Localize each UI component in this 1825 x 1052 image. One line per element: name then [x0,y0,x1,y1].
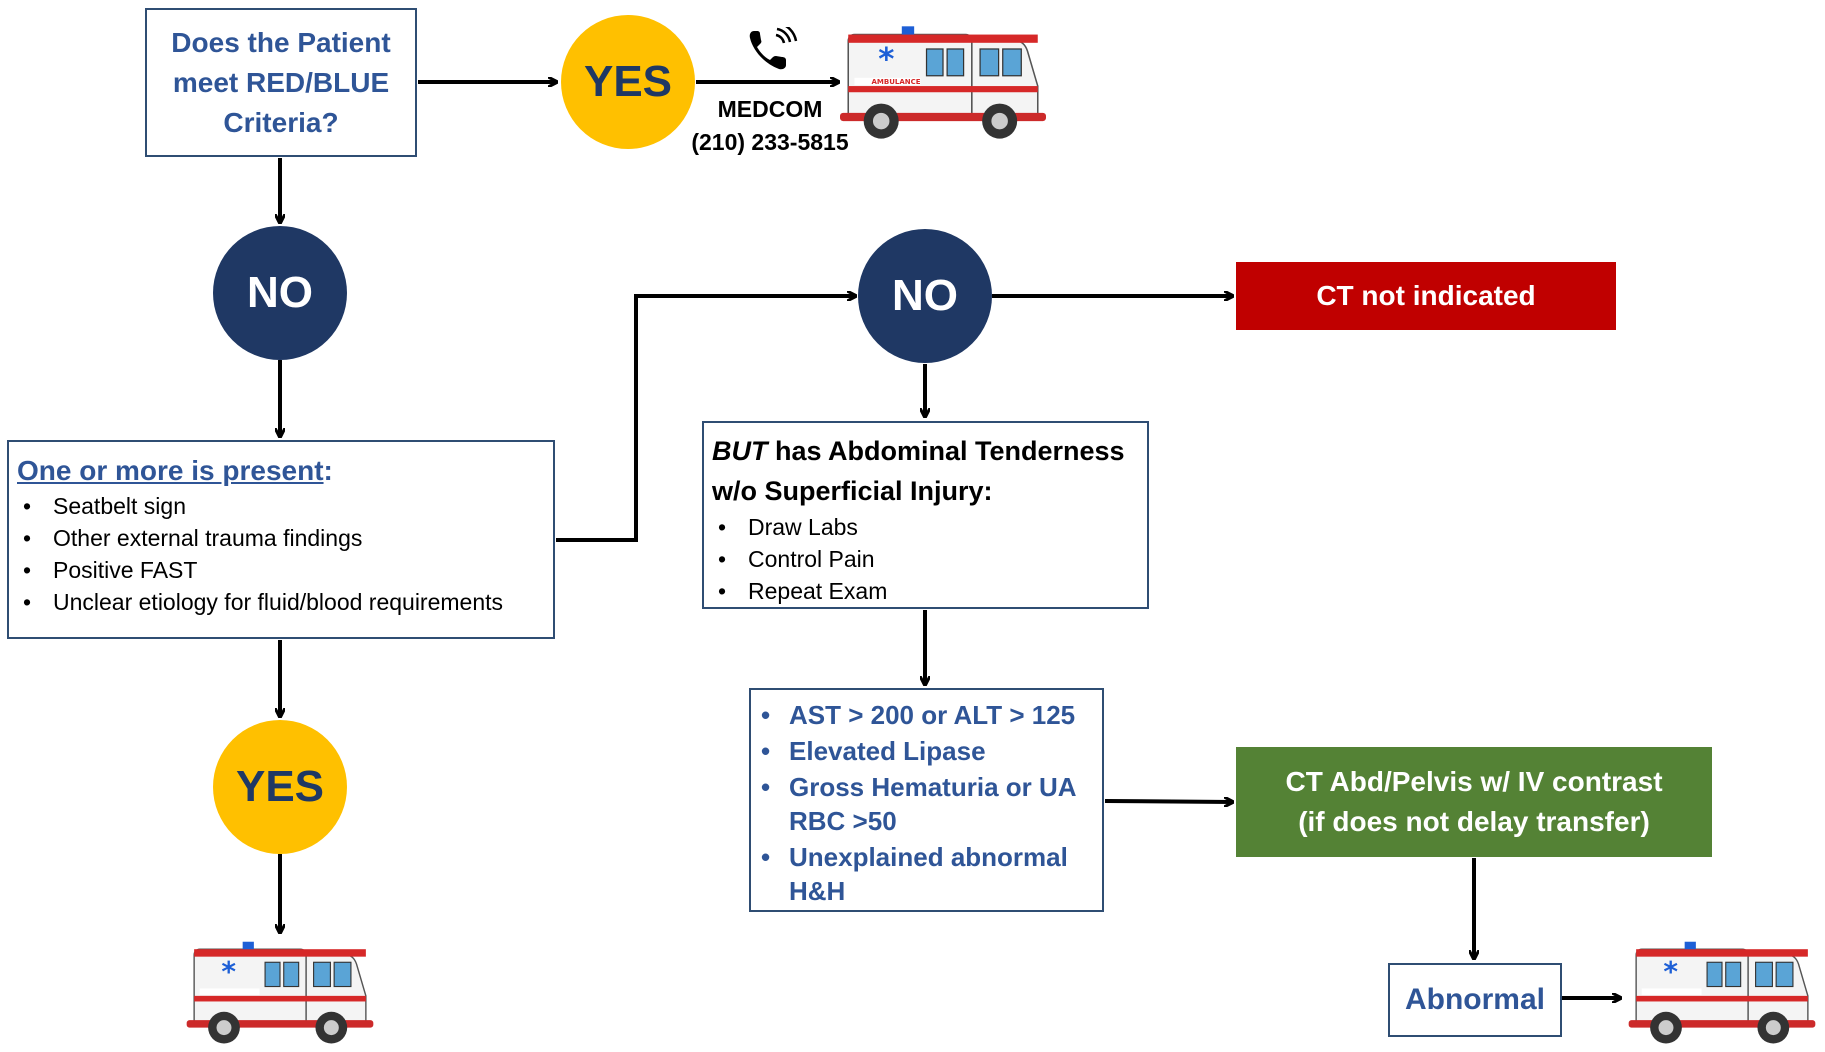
list-item: Elevated Lipase [753,734,1102,768]
findings-present-box: One or more is present: Seatbelt sign Ot… [7,440,555,639]
tenderness-title: BUT has Abdominal Tenderness [712,431,1147,471]
ambulance-icon [185,941,375,1045]
yes-label-bottom: YES [235,762,325,811]
abnormal-label: Abnormal [1404,983,1545,1016]
yes-circle-top: YES [561,15,695,149]
no-circle-right: NO [858,229,992,363]
yes-label-top: YES [583,57,673,106]
phone-icon [749,27,798,70]
ambulance-text: AMBULANCE [871,78,921,86]
question-line-2: meet RED/BLUE [172,66,390,98]
ambulance-text: AMBULANCE [1652,995,1702,1003]
ambulance-text: AMBULANCE [210,995,260,1003]
lab-criteria-list: AST > 200 or ALT > 125 Elevated Lipase G… [753,698,1102,908]
ct-not-indicated-label: CT not indicated [1316,280,1536,311]
no-label-right: NO [892,271,958,320]
list-item: Repeat Exam [712,575,1147,607]
ct-contrast-box: CT Abd/Pelvis w/ IV contrast (if does no… [1236,747,1712,857]
abnormal-box: Abnormal [1388,963,1562,1037]
list-item: Positive FAST [17,554,553,586]
arrow-labs-to-ct-contrast [1104,801,1232,802]
no-circle-left: NO [213,226,347,360]
findings-title: One or more is present: [17,452,553,490]
ct-contrast-line-2: (if does not delay transfer) [1298,806,1650,837]
abdominal-tenderness-box: BUT has Abdominal Tenderness w/o Superfi… [702,421,1149,609]
arrow-present-to-no-right [556,296,855,542]
findings-title-text: One or more is present [17,455,324,486]
tenderness-title-line-2: w/o Superficial Injury: [712,476,993,506]
no-label-left: NO [247,268,313,317]
list-item: Unclear etiology for fluid/blood require… [17,586,553,618]
list-item: Seatbelt sign [17,490,553,522]
tenderness-title-but: BUT [712,436,768,466]
list-item: Draw Labs [712,511,1147,543]
question-line-3: Criteria? [223,106,339,138]
findings-title-colon: : [323,455,333,486]
tenderness-title-rest: has Abdominal Tenderness [767,436,1125,466]
ambulance-icon [1627,941,1817,1045]
yes-circle-bottom: YES [213,720,347,854]
list-item: Other external trauma findings [17,522,553,554]
ct-contrast-line-1: CT Abd/Pelvis w/ IV contrast [1285,766,1663,797]
question-line-1: Does the Patient [171,26,391,58]
criteria-question-box: Does the Patient meet RED/BLUE Criteria? [145,8,417,157]
list-item: Unexplained abnormal H&H [753,840,1102,908]
findings-list: Seatbelt sign Other external trauma find… [17,490,553,618]
medcom-phone[interactable]: (210) 233-5815 [691,129,849,155]
medcom-contact: MEDCOM (210) 233-5815 [670,93,870,159]
list-item: Gross Hematuria or UA RBC >50 [753,770,1102,838]
list-item: AST > 200 or ALT > 125 [753,698,1102,732]
medcom-name: MEDCOM [717,96,823,122]
list-item: Control Pain [712,543,1147,575]
ct-not-indicated-box: CT not indicated [1236,262,1616,330]
tenderness-actions-list: Draw Labs Control Pain Repeat Exam [712,511,1147,607]
lab-criteria-box: AST > 200 or ALT > 125 Elevated Lipase G… [749,688,1104,912]
